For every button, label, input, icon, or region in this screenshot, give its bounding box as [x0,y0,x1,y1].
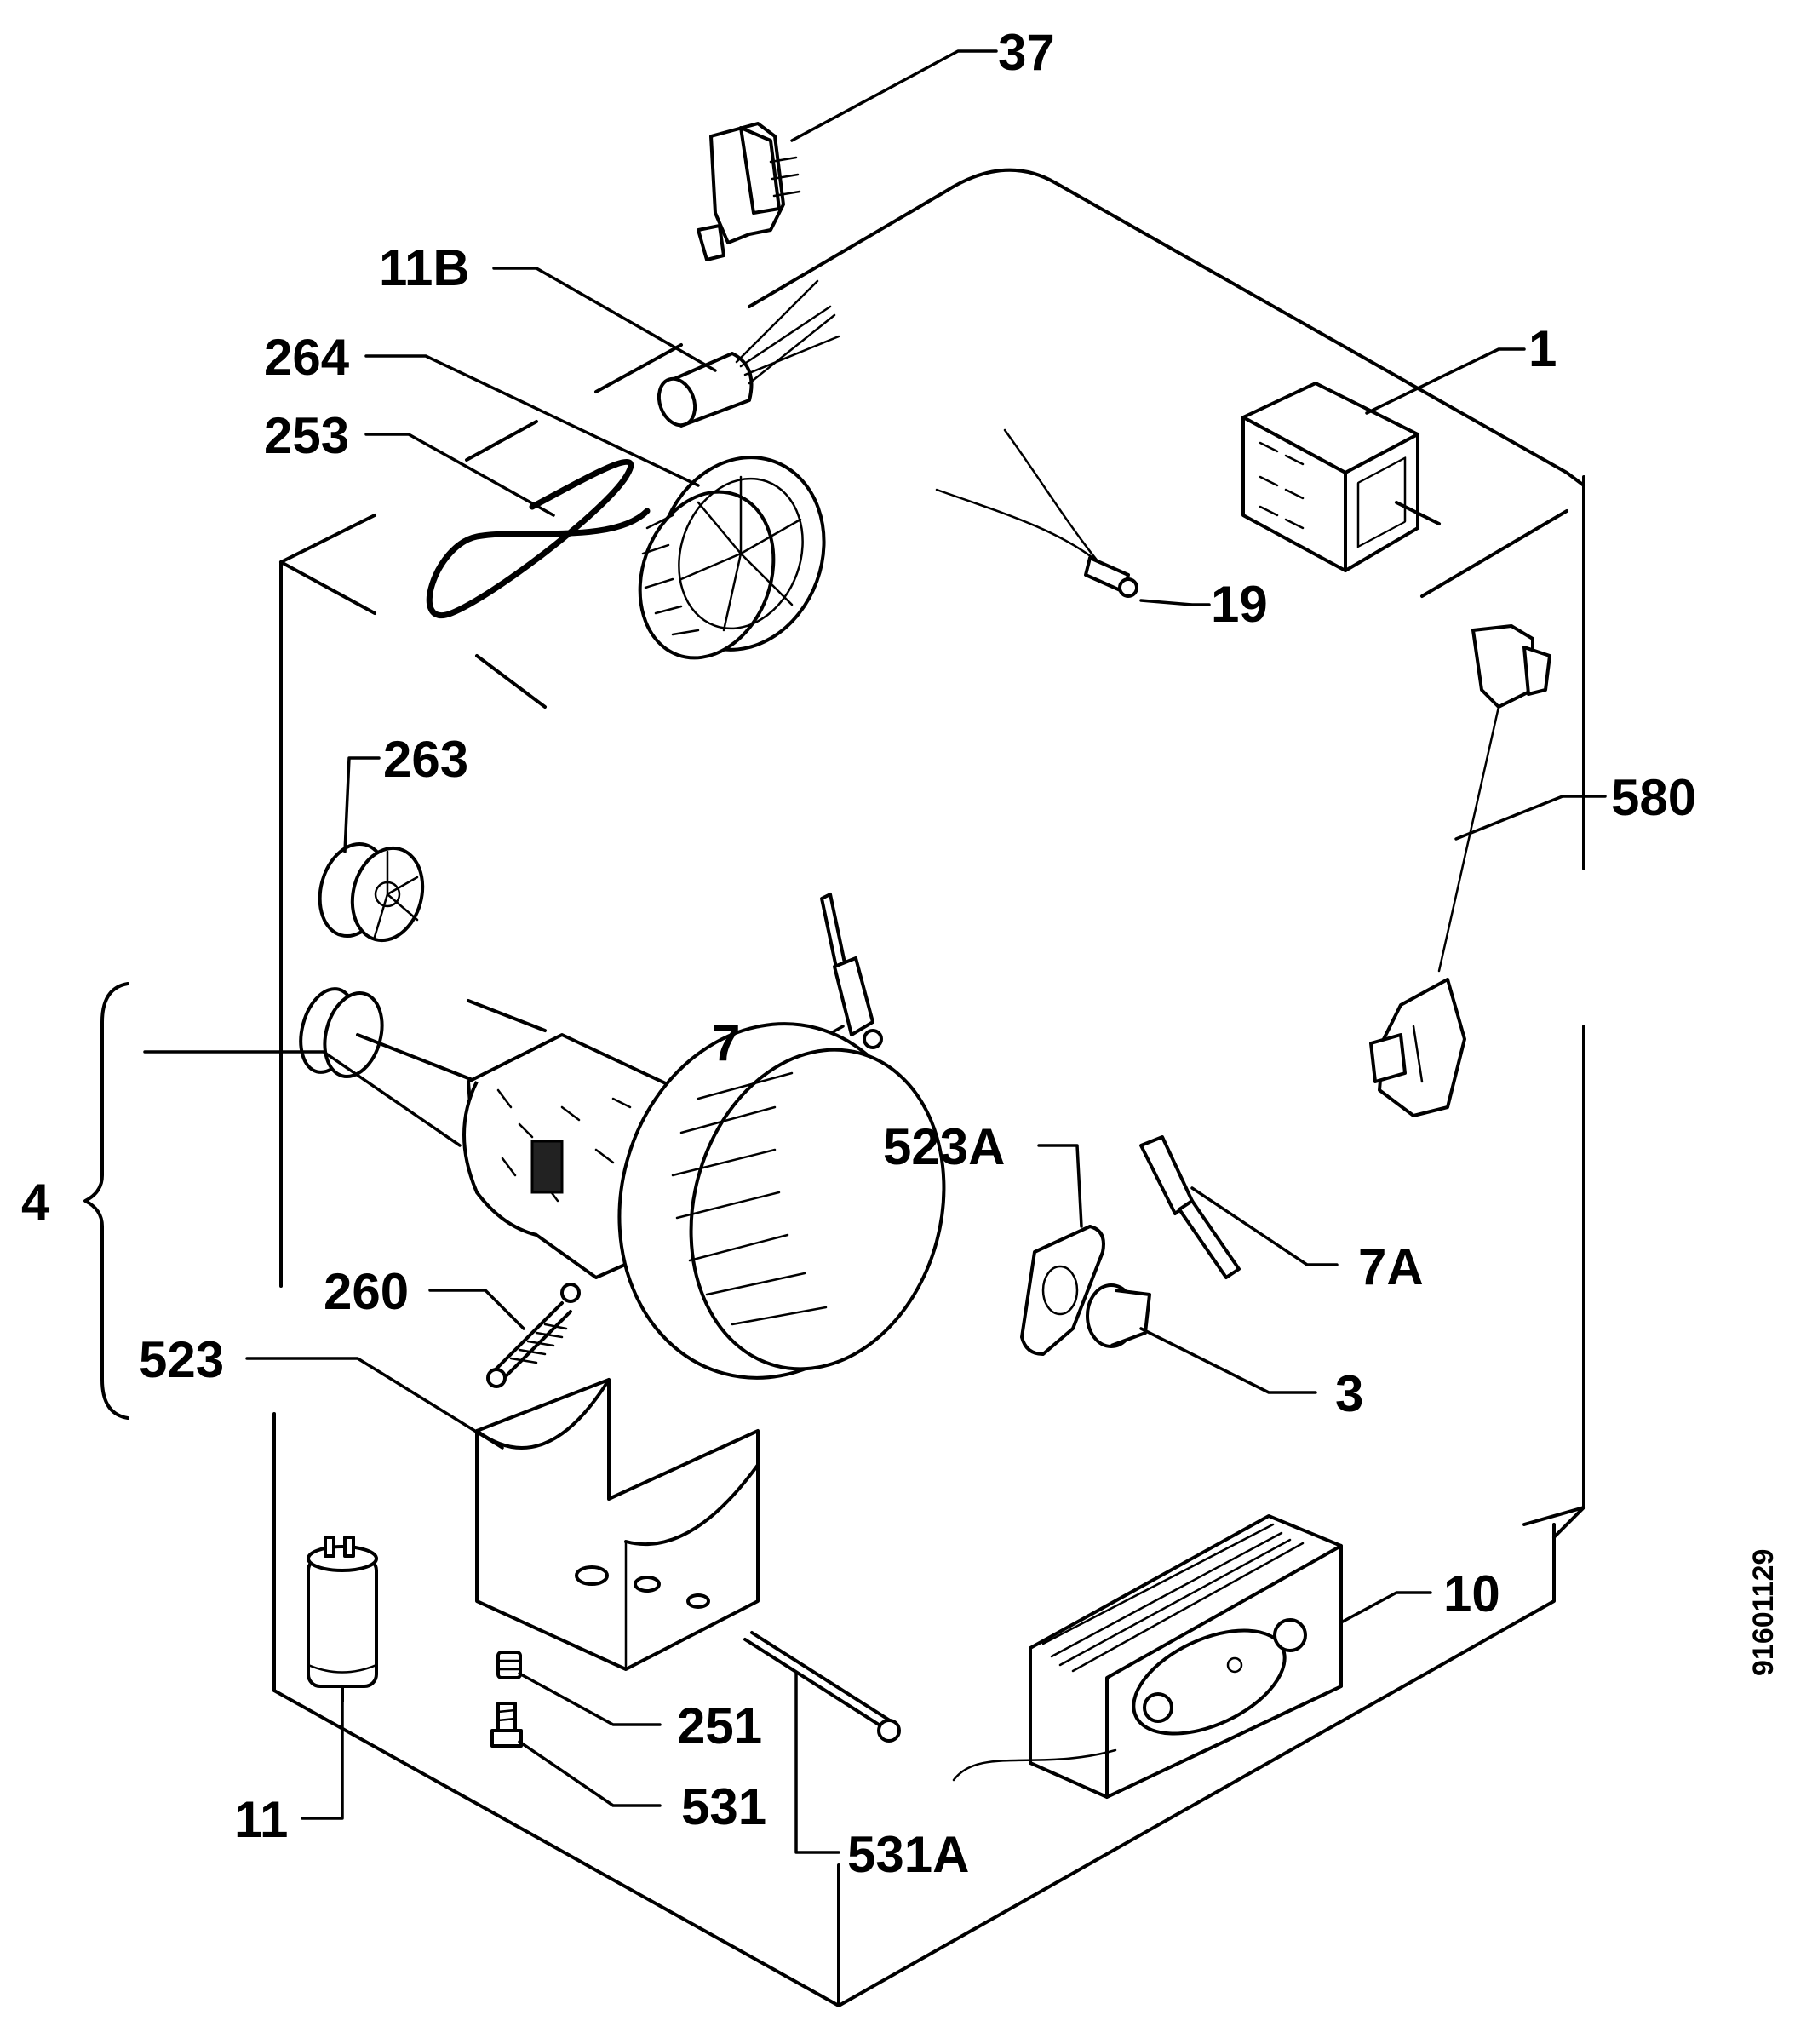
part-260-spring [486,1283,581,1388]
label-37: 37 [998,24,1055,81]
leader-11 [301,1702,344,1820]
part-523A-gasket [1020,1225,1105,1356]
part-11B-capacitor [657,279,840,428]
leader-251 [518,1672,662,1726]
part-531-screw [490,1702,523,1748]
leader-10 [1339,1591,1432,1624]
part-531A-bolt [743,1631,901,1743]
label-531A: 531A [847,1826,969,1883]
label-10: 10 [1443,1565,1500,1622]
label-531: 531 [681,1778,766,1835]
label-11: 11 [234,1791,288,1848]
part-19-sensor [935,428,1138,598]
label-11B: 11B [379,239,470,296]
label-580: 580 [1611,769,1696,826]
label-260: 260 [324,1263,409,1320]
part-37-relay [697,122,801,261]
drawing-code: 91601129 [1747,1549,1780,1676]
label-523: 523 [139,1331,224,1388]
leader-523 [245,1357,504,1450]
part-7A-probe [1139,1135,1241,1279]
cabinet-outline [272,168,1586,2007]
label-3: 3 [1335,1365,1363,1422]
bracket-4 [83,982,129,1420]
part-11-capacitor [307,1536,378,1703]
part-253-belt [426,458,651,618]
part-1-timer [1241,382,1441,572]
leader-1 [1365,347,1526,415]
leader-260 [428,1289,525,1330]
leader-4 [143,1050,462,1147]
leader-3 [1139,1327,1317,1394]
label-251: 251 [677,1697,762,1754]
leader-523A [1037,1144,1083,1228]
label-7A: 7A [1358,1238,1424,1295]
part-264-blower-wheel [638,456,826,660]
label-263: 263 [383,731,468,788]
label-1: 1 [1528,320,1557,377]
label-19: 19 [1211,576,1268,633]
leader-264 [364,354,700,487]
part-4-motor-assembly [299,987,946,1380]
leader-263 [343,756,381,853]
leader-37 [790,49,998,142]
leader-7A [1190,1186,1339,1266]
part-263-pulley [318,841,425,943]
part-580-door-switch [1369,624,1551,1117]
label-264: 264 [264,329,350,386]
part-7-thermostat [820,893,883,1049]
label-4: 4 [21,1174,50,1231]
part-3-thermostat [1086,1283,1151,1348]
leader-531 [518,1740,662,1807]
part-523-bracket [475,1378,760,1671]
leader-11B [492,267,717,372]
leader-531A [794,1672,840,1854]
leader-19 [1139,599,1211,606]
label-253: 253 [264,407,349,464]
leader-580 [1454,795,1607,841]
label-523A: 523A [883,1118,1005,1175]
leader-253 [364,433,555,517]
label-7: 7 [712,1014,740,1071]
part-10-heater [952,1514,1343,1799]
part-251-nut [496,1651,522,1679]
